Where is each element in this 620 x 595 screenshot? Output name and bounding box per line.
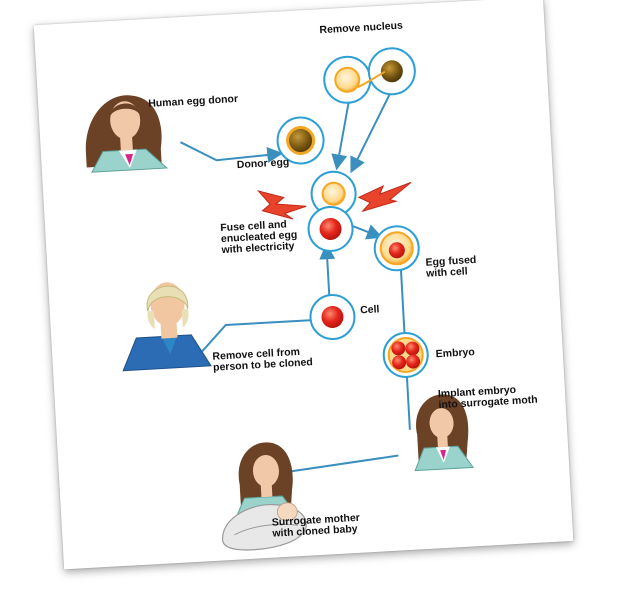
egg-donor-person-icon (85, 95, 169, 173)
donor-body-cell (309, 293, 356, 340)
surrogate-mother-icon (414, 394, 475, 472)
label-embryo: Embryo (435, 346, 476, 361)
embryo-cell (382, 331, 429, 378)
person-to-be-cloned-icon (122, 282, 212, 372)
arrows (180, 92, 411, 473)
arrow-enucleated-to-fuse (331, 102, 350, 171)
diagram-card: Remove nucleus Human egg donor Donor egg… (33, 0, 574, 570)
enucleated-egg-cell (323, 55, 372, 104)
fuse-cell-pair (307, 170, 357, 252)
cloning-diagram (85, 47, 475, 551)
donor-egg-cell (276, 116, 325, 165)
line-surrogate-to-baby (288, 454, 399, 473)
orange-connector (357, 70, 386, 89)
label-egg-fused: Egg fused with cell (425, 253, 477, 280)
label-cell: Cell (359, 303, 380, 317)
egg-fused-cell (373, 225, 420, 272)
line-fused-to-embryo (399, 267, 406, 336)
spark-left-icon (256, 190, 307, 220)
arrow-nucleus-to-fuse (350, 92, 391, 174)
spark-right-icon (357, 181, 412, 213)
removed-nucleus-cell (367, 47, 416, 96)
line-person-to-cell (201, 319, 313, 352)
mother-with-baby-icon (222, 442, 307, 551)
arrow-cell-to-fuse (319, 243, 336, 298)
arrow-donor-to-egg (180, 141, 284, 163)
line-embryo-to-surrogate (405, 372, 411, 430)
label-fuse: Fuse cell and enucleated egg with electr… (220, 218, 298, 257)
